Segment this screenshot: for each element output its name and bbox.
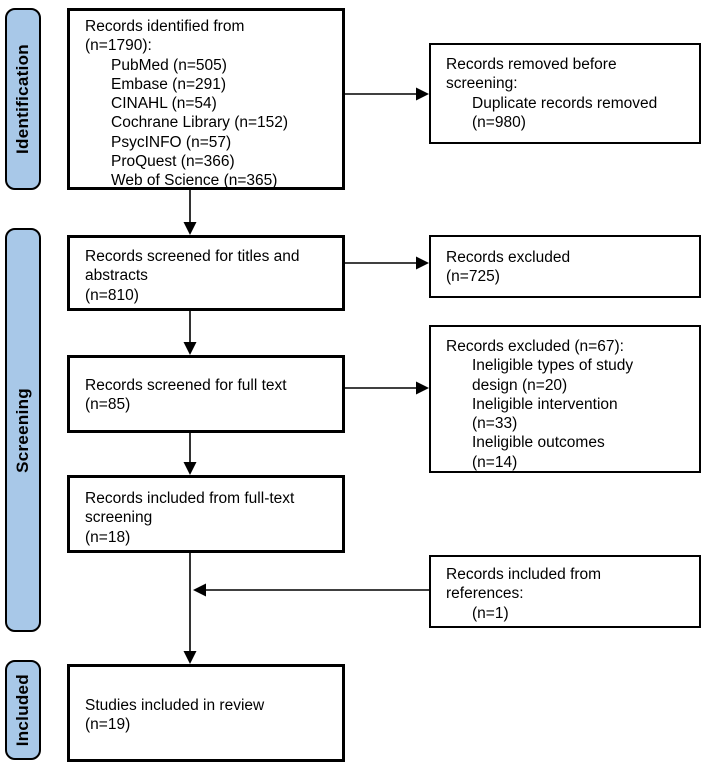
box-studies-included-review: Studies included in review (n=19) [67,664,345,762]
box-line: (n=33) [472,415,518,433]
box-records-excluded-full-text: Records excluded (n=67): Ineligible type… [429,325,701,473]
arrowhead-identified-to-removed [416,87,429,101]
arrowhead-screened-titles-to-full-text [183,342,197,355]
stage-label-screening-text: Screening [13,387,32,473]
box-line: PubMed (n=505) [111,56,227,74]
box-line: screening: [446,75,518,93]
box-line: (n=810) [85,286,139,304]
box-line: Cochrane Library (n=152) [111,114,289,132]
box-records-removed-before-screening: Records removed before screening: Duplic… [429,43,701,144]
box-records-excluded-titles: Records excluded (n=725) [429,235,701,298]
box-line: Records included from full-text [85,490,295,507]
box-line: PsycINFO (n=57) [111,133,232,151]
box-records-included-references: Records included from references: (n=1) [429,555,701,628]
arrowhead-screened-titles-to-excluded [416,256,429,270]
box-line: Records excluded [446,249,571,266]
arrowhead-full-text-to-excluded [416,381,429,395]
arrowhead-identified-to-screened-titles [183,222,197,235]
arrowhead-references-to-flow [193,583,206,597]
box-line: (n=1790): [85,37,152,55]
box-records-screened-titles-abstracts: Records screened for titles and abstract… [67,235,345,311]
stage-label-included-text: Included [13,673,32,747]
box-line: references: [446,585,524,603]
box-line: ProQuest (n=366) [111,153,235,171]
box-line: (n=14) [472,453,518,471]
box-line: (n=725) [446,268,500,286]
box-line: Records included from [446,566,602,583]
arrowhead-included-to-review [183,651,197,664]
box-line: (n=85) [85,396,131,414]
box-line: Records identified from [85,18,245,35]
box-line: (n=1) [472,604,509,622]
box-line: CINAHL (n=54) [111,95,217,113]
box-line: Embase (n=291) [111,75,227,93]
stage-label-identification: Identification [5,8,41,190]
box-line: Ineligible outcomes [472,434,605,452]
box-line: screening [85,509,153,527]
stage-label-screening: Screening [5,228,41,632]
box-line: Ineligible types of study [472,357,634,375]
box-records-included-full-text: Records included from full-text screenin… [67,475,345,553]
box-line: Duplicate records removed [472,94,658,112]
box-records-screened-full-text: Records screened for full text (n=85) [67,355,345,433]
box-records-identified: Records identified from (n=1790): PubMed… [67,8,345,190]
box-line: (n=980) [472,113,526,131]
box-line: Records screened for titles and [85,248,300,265]
stage-label-included: Included [5,660,41,760]
box-line: Ineligible intervention [472,395,618,413]
box-line: abstracts [85,267,148,285]
box-line: (n=18) [85,528,131,546]
stage-label-identification-text: Identification [13,44,32,154]
box-line: Web of Science (n=365) [111,172,278,190]
box-line: Records screened for full text [85,377,287,394]
box-line: Records removed before [446,56,617,73]
box-line: (n=19) [85,716,131,734]
box-line: Studies included in review [85,697,265,714]
box-line: design (n=20) [472,376,568,394]
arrowhead-full-text-to-included [183,462,197,475]
box-line: Records excluded (n=67): [446,338,624,355]
